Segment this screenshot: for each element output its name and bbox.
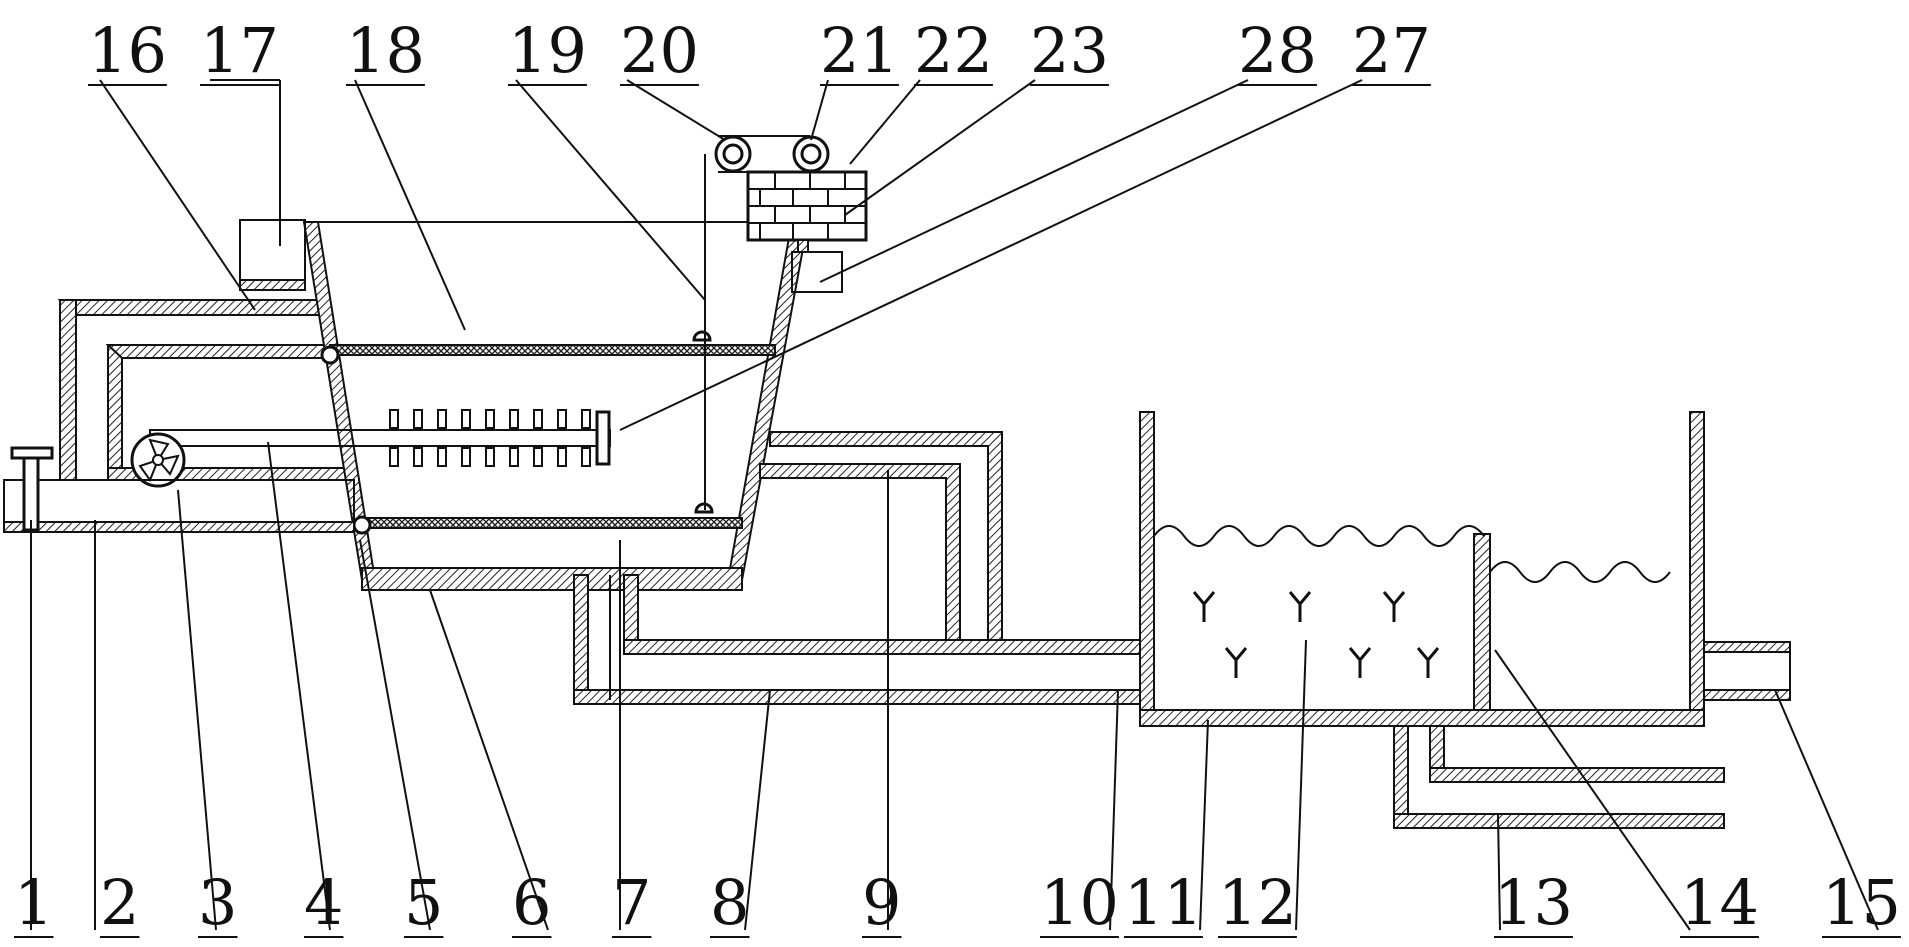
label-4: 4 [304,866,343,939]
label-14: 14 [1680,866,1759,939]
drive-assembly [704,135,868,510]
label-12: 12 [1218,866,1297,939]
drain-pipe [573,574,1155,705]
settling-tank [1139,411,1705,727]
bottom-labels: 1 2 3 4 5 6 7 8 9 10 11 12 13 14 15 [14,866,1901,939]
label-1: 1 [14,866,53,939]
upper-screen [329,344,776,356]
label-18: 18 [346,14,425,87]
label-16: 16 [88,14,167,87]
motor-block [746,170,868,242]
label-23: 23 [1030,14,1109,87]
label-28: 28 [1238,14,1317,87]
filter-media [1192,591,1440,678]
hopper-funnel [302,221,808,591]
label-6: 6 [512,866,551,939]
heater-rod [130,409,611,488]
outer-frame [57,299,349,481]
comb-teeth [389,409,591,467]
water-surface-right [1489,561,1671,583]
label-17: 17 [200,14,279,87]
fan [130,432,186,488]
hinge-pin-lower [352,515,372,535]
label-19: 19 [508,14,587,87]
label-22: 22 [914,14,993,87]
label-2: 2 [100,866,139,939]
partition-wall [1473,533,1491,711]
label-15: 15 [1822,866,1901,939]
hinge-pin-upper [320,345,340,365]
water-surface-left [1153,525,1485,547]
label-11: 11 [1124,866,1203,939]
label-20: 20 [620,14,699,87]
label-7: 7 [612,866,651,939]
outlet-pipe [1703,641,1791,701]
label-8: 8 [710,866,749,939]
label-3: 3 [198,866,237,939]
label-5: 5 [404,866,443,939]
air-inlet-pipe [3,446,355,533]
leader-lines [30,79,1879,931]
sludge-drain [1393,725,1725,829]
top-labels: 16 17 18 19 20 21 22 23 28 27 [88,14,1431,87]
label-10: 10 [1040,866,1119,939]
return-pipe [759,431,1003,646]
lower-screen [361,517,743,529]
inlet-pipe [239,219,306,291]
label-27: 27 [1352,14,1431,87]
label-13: 13 [1494,866,1573,939]
label-9: 9 [862,866,901,939]
label-21: 21 [820,14,899,87]
